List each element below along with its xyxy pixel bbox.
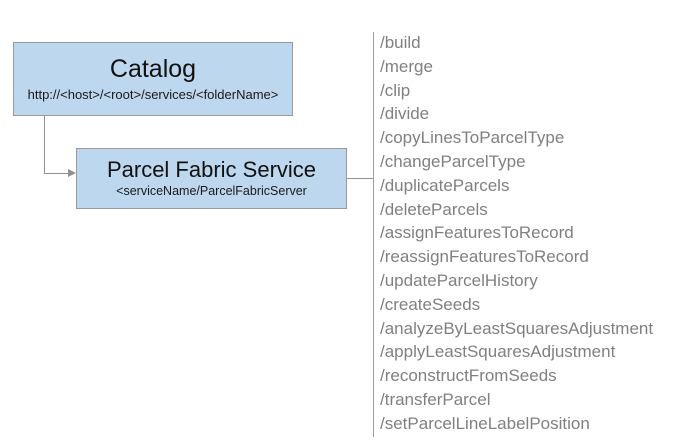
operation-item[interactable]: /deleteParcels bbox=[380, 199, 488, 219]
arrowhead-icon bbox=[68, 169, 76, 177]
node-parcel-fabric-service: Parcel Fabric Service <serviceName/Parce… bbox=[76, 148, 347, 209]
node-parcel-fabric-service-title: Parcel Fabric Service bbox=[106, 157, 317, 183]
node-parcel-fabric-service-subtitle: <serviceName/ParcelFabricServer bbox=[116, 184, 307, 199]
connector-catalog-to-service-vertical bbox=[44, 116, 45, 174]
operations-divider bbox=[373, 32, 374, 437]
operation-item[interactable]: /reassignFeaturesToRecord bbox=[380, 247, 589, 267]
operation-item[interactable]: /applyLeastSquaresAdjustment bbox=[380, 342, 616, 362]
operation-item[interactable]: /build bbox=[380, 33, 421, 52]
operation-item[interactable]: /merge bbox=[380, 56, 433, 76]
node-catalog: Catalog http://<host>/<root>/services/<f… bbox=[13, 42, 293, 116]
node-catalog-subtitle: http://<host>/<root>/services/<folderNam… bbox=[27, 87, 279, 103]
node-catalog-title: Catalog bbox=[109, 54, 197, 83]
connector-catalog-to-service-horizontal bbox=[44, 173, 70, 174]
operation-item[interactable]: /assignFeaturesToRecord bbox=[380, 223, 574, 243]
operation-item[interactable]: /clip bbox=[380, 80, 411, 100]
operation-item[interactable]: /createSeeds bbox=[380, 294, 481, 314]
operation-item[interactable]: /changeParcelType bbox=[380, 151, 526, 171]
operation-item[interactable]: /setParcelLineLabelPosition bbox=[380, 413, 590, 433]
operation-item[interactable]: /updateParcelHistory bbox=[380, 270, 538, 290]
operation-item[interactable]: /copyLinesToParcelType bbox=[380, 128, 565, 148]
operation-item[interactable]: /divide bbox=[380, 104, 430, 124]
operations-list: /build/merge/clip/divide/copyLinesToParc… bbox=[380, 31, 682, 436]
operation-item[interactable]: /analyzeByLeastSquaresAdjustment bbox=[380, 318, 654, 338]
operation-item[interactable]: /transferParcel bbox=[380, 389, 491, 409]
connector-service-to-operations bbox=[347, 178, 373, 179]
operation-item[interactable]: /reconstructFromSeeds bbox=[380, 366, 557, 386]
operation-item[interactable]: /duplicateParcels bbox=[380, 175, 510, 195]
